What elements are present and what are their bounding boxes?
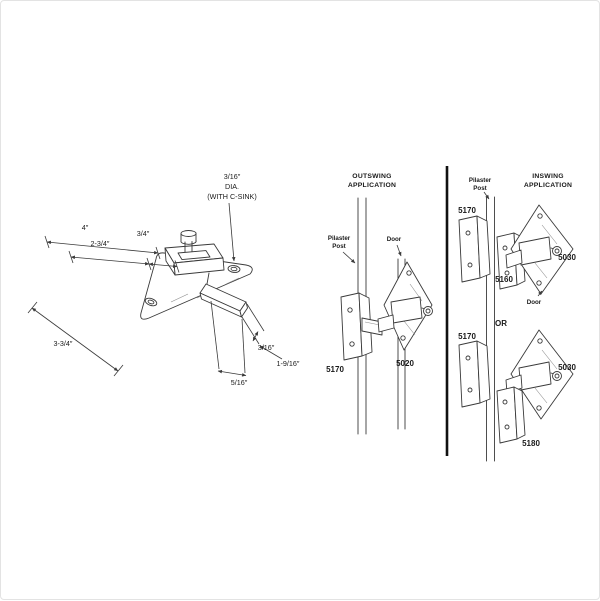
inswing-bottom-keeper-part-number: 5180 <box>522 439 540 448</box>
inswing-bottom-keeper <box>496 386 526 444</box>
dim-bolt-width: 5/16″ <box>231 378 248 387</box>
dim-diameter-line2: DIA. <box>225 182 239 191</box>
keeper-screw-hole <box>347 307 353 313</box>
latch-screw-hole <box>400 335 406 341</box>
latch-knob <box>552 246 562 256</box>
inswing-application: INSWING APPLICATION Pilaster Post 5170 <box>458 173 576 462</box>
inswing-bottom-latch <box>505 329 574 420</box>
inswing-top-latch <box>505 204 574 295</box>
latch-knob <box>423 306 433 316</box>
slide-knob <box>180 230 197 253</box>
inswing-top-keeper-part-number: 5160 <box>495 275 513 284</box>
slide-housing <box>164 243 225 276</box>
side-dimension <box>27 301 124 377</box>
dim-height-side: 3-3/4″ <box>54 339 73 348</box>
inswing-bottom-bracket <box>458 340 491 408</box>
dim-width-offset: 3/4″ <box>137 229 150 238</box>
outswing-latch-part-number: 5020 <box>396 359 414 368</box>
outswing-application: OUTSWING APPLICATION Pilaster Post Door <box>326 173 433 435</box>
outswing-door-latch <box>377 261 433 351</box>
dim-bolt-length: 1-9/16″ <box>277 359 300 368</box>
screw-hole-top <box>227 265 241 273</box>
outswing-title-line1: OUTSWING <box>352 173 391 180</box>
dim-width-inner: 2-3/4″ <box>91 239 110 248</box>
outswing-title-line2: APPLICATION <box>348 182 396 189</box>
inswing-bottom-bracket-part-number: 5170 <box>458 332 476 341</box>
inswing-pilaster-label-line2: Post <box>473 185 486 192</box>
outswing-keeper-part-number: 5170 <box>326 365 344 374</box>
inswing-top-bracket-part-number: 5170 <box>458 206 476 215</box>
inswing-top-bracket <box>458 215 491 283</box>
inswing-top-latch-part-number: 5030 <box>558 253 576 262</box>
inswing-bottom-latch-part-number: 5030 <box>558 363 576 372</box>
diameter-leader-line <box>228 202 236 262</box>
inswing-title-line2: APPLICATION <box>524 182 572 189</box>
latch-screw-hole <box>406 270 412 276</box>
inswing-door-arrow <box>537 290 543 297</box>
dim-diameter-line3: (WITH C-SINK) <box>207 192 257 201</box>
inswing-or-label: OR <box>495 319 507 328</box>
width-dimensions <box>44 235 180 273</box>
dim-width-overall: 4″ <box>82 223 89 232</box>
outswing-keeper-bracket <box>340 292 383 361</box>
inswing-pilaster-label-line1: Pilaster <box>469 177 492 184</box>
bolt-dimensions <box>210 300 283 377</box>
latch-knob <box>552 371 562 381</box>
outswing-pilaster-label-line1: Pilaster <box>328 235 351 242</box>
inswing-title-line1: INSWING <box>532 173 564 180</box>
latch-bolt <box>199 272 248 318</box>
outswing-door-arrow <box>396 244 402 257</box>
outswing-door-label: Door <box>387 236 402 243</box>
dim-thickness: 3/16″ <box>258 343 275 352</box>
outswing-pilaster-label-line2: Post <box>332 243 345 250</box>
screw-hole-bottom <box>144 297 158 307</box>
inswing-door-label: Door <box>527 299 542 306</box>
outswing-pilaster-arrow <box>342 251 356 264</box>
latch-detail-drawing: 3/16″ DIA. (WITH C-SINK) 4″ 2-3/4″ 3/4″ … <box>27 172 300 387</box>
dim-diameter-line1: 3/16″ <box>224 172 241 181</box>
inswing-pilaster-arrow <box>483 191 490 200</box>
keeper-screw-hole <box>349 341 355 347</box>
